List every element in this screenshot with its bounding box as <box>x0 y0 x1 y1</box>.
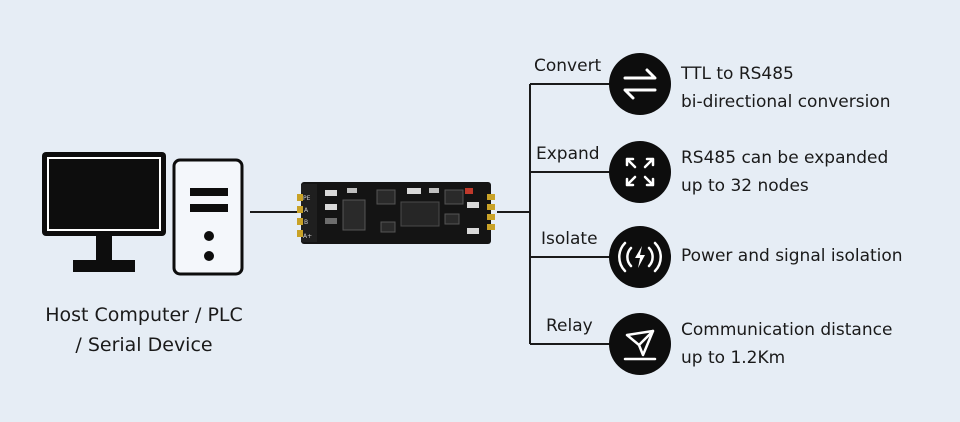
branch-desc-convert-line1: TTL to RS485 <box>681 64 794 84</box>
branch-desc-isolate-line1: Power and signal isolation <box>681 246 903 266</box>
lightning-isolation-icon <box>609 226 671 288</box>
branch-desc-expand: RS485 can be expanded up to 32 nodes <box>681 144 888 200</box>
branch-label-expand: Expand <box>536 144 600 164</box>
branch-desc-isolate: Power and signal isolation <box>681 242 903 270</box>
branch-label-convert: Convert <box>534 56 602 76</box>
pin-label-a-plus: A+ <box>303 233 312 240</box>
pc-tower-icon <box>172 158 244 276</box>
host-computer-icon <box>42 152 244 276</box>
host-label: Host Computer / PLC / Serial Device <box>20 300 268 360</box>
swap-arrows-icon <box>609 53 671 115</box>
branch-desc-relay-line1: Communication distance <box>681 320 893 340</box>
expand-arrows-icon <box>609 141 671 203</box>
branch-desc-expand-line2: up to 32 nodes <box>681 176 809 196</box>
host-label-line1: Host Computer / PLC <box>45 304 243 326</box>
branch-desc-convert: TTL to RS485 bi-directional conversion <box>681 60 890 116</box>
branch-label-relay: Relay <box>546 316 593 336</box>
branch-desc-expand-line1: RS485 can be expanded <box>681 148 889 168</box>
branch-desc-convert-line2: bi-directional conversion <box>681 92 891 112</box>
pin-label-pe: PE <box>303 195 311 202</box>
rs485-module-board: PE A B A+ <box>297 182 495 244</box>
branch-desc-relay: Communication distance up to 1.2Km <box>681 316 892 372</box>
host-label-line2: / Serial Device <box>75 334 213 356</box>
send-plane-icon <box>609 313 671 375</box>
pin-label-a: A <box>304 207 309 214</box>
branch-label-isolate: Isolate <box>541 229 598 249</box>
pin-label-b: B <box>304 219 308 226</box>
branch-desc-relay-line2: up to 1.2Km <box>681 348 786 368</box>
